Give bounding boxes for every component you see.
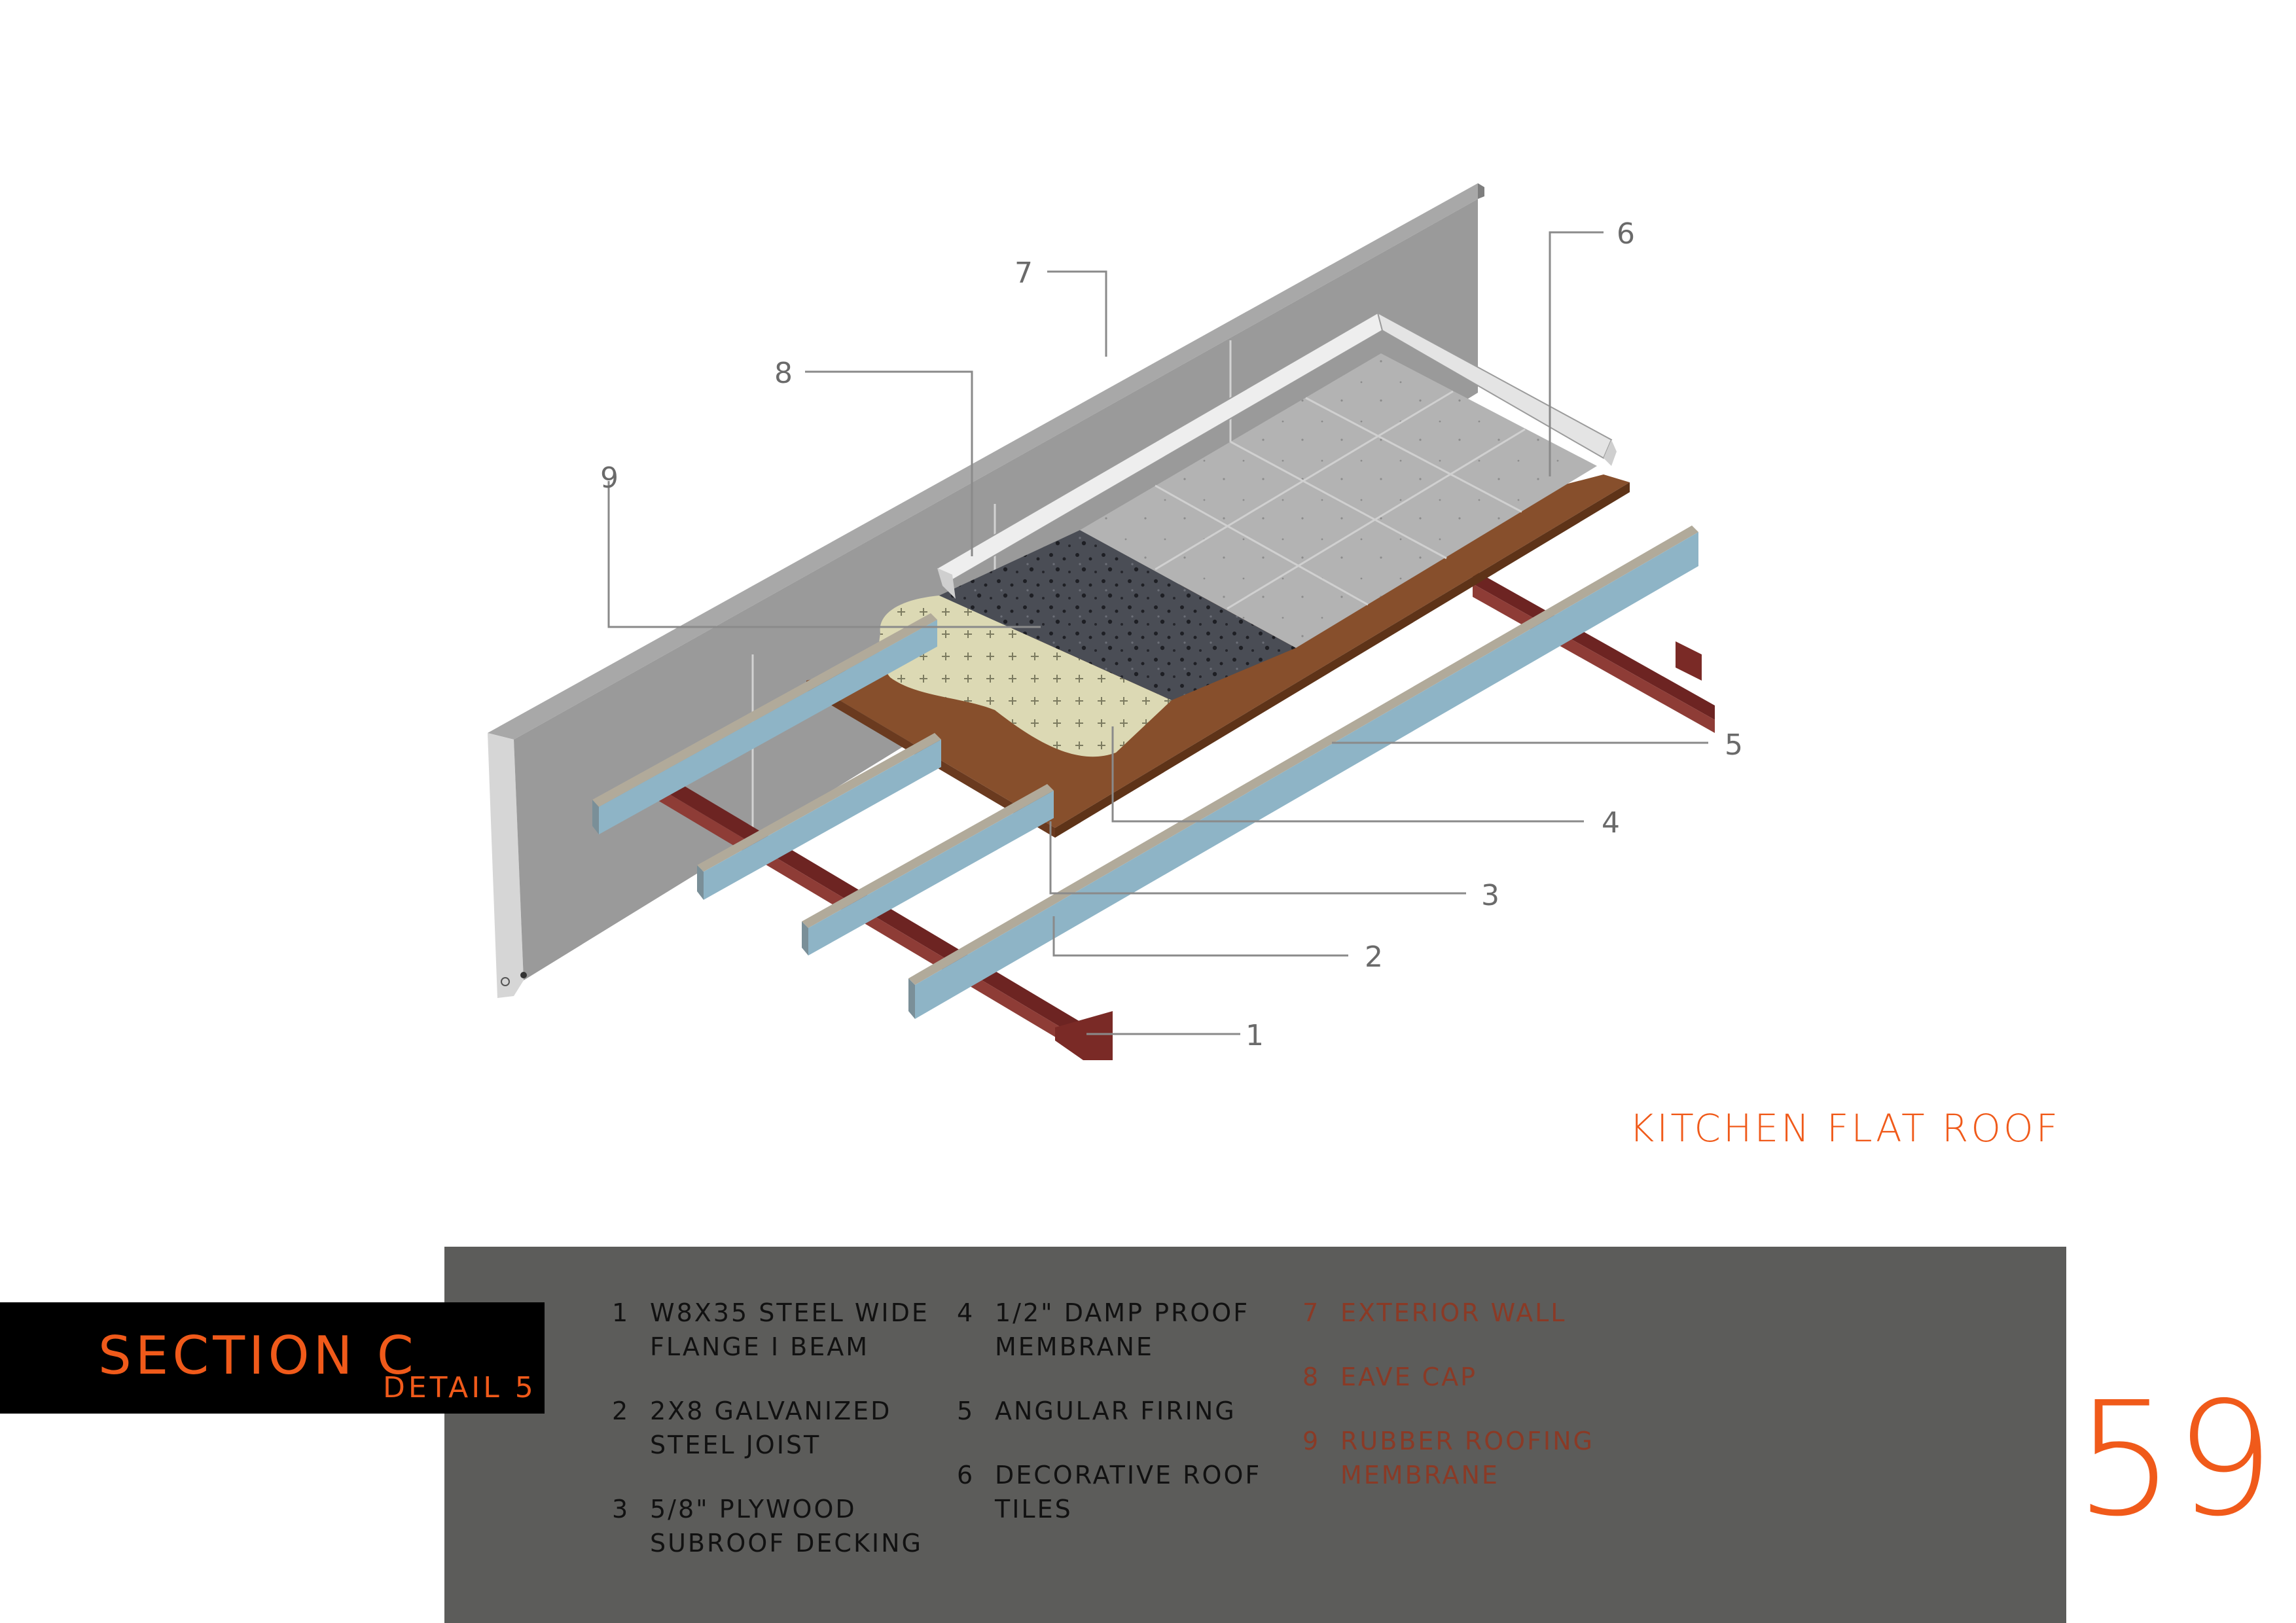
section-label: SECTION C DETAIL 5 xyxy=(0,1302,545,1414)
detail-title: DETAIL 5 xyxy=(383,1371,537,1404)
legend-item: 2 2X8 GALVANIZED STEEL JOIST xyxy=(612,1394,938,1462)
legend-item-text: EXTERIOR WALL xyxy=(1340,1298,1567,1327)
legend-item-text: W8X35 STEEL WIDE FLANGE I BEAM xyxy=(650,1298,929,1361)
legend-item-text: 5/8" PLYWOOD SUBROOF DECKING xyxy=(650,1495,923,1558)
legend-item-text: ANGULAR FIRING xyxy=(995,1397,1236,1425)
legend-item: 7 EXTERIOR WALL xyxy=(1302,1296,1628,1330)
callout-leaders xyxy=(607,231,1708,1035)
callout-7: 7 xyxy=(1014,257,1033,290)
legend-item: 5 ANGULAR FIRING xyxy=(957,1394,1283,1428)
legend-column-2: 4 1/2" DAMP PROOF MEMBRANE 5 ANGULAR FIR… xyxy=(957,1296,1283,1556)
legend-item-number: 2 xyxy=(612,1397,630,1425)
legend-item-number: 4 xyxy=(957,1298,975,1327)
callout-5: 5 xyxy=(1725,728,1743,762)
diagram-title: KITCHEN FLAT ROOF xyxy=(1629,1106,2060,1150)
callout-1: 1 xyxy=(1246,1019,1264,1052)
eave-cap xyxy=(936,312,1617,599)
callout-9: 9 xyxy=(600,461,619,495)
legend-item-text: 2X8 GALVANIZED STEEL JOIST xyxy=(650,1397,892,1459)
legend-item-number: 8 xyxy=(1302,1363,1321,1391)
legend-item-number: 3 xyxy=(612,1495,630,1524)
callout-2: 2 xyxy=(1365,940,1383,974)
legend-item-number: 9 xyxy=(1302,1427,1321,1455)
callout-8: 8 xyxy=(774,357,793,390)
galvanized-steel-joists xyxy=(592,526,1698,1019)
section-title: SECTION C xyxy=(98,1325,418,1386)
callout-4: 4 xyxy=(1602,806,1620,840)
legend-item: 1 W8X35 STEEL WIDE FLANGE I BEAM xyxy=(612,1296,938,1364)
roof-detail-drawing: 1 2 3 4 5 6 7 8 9 xyxy=(488,183,1743,1060)
legend-item-text: DECORATIVE ROOF TILES xyxy=(995,1461,1262,1524)
legend-column-1: 1 W8X35 STEEL WIDE FLANGE I BEAM 2 2X8 G… xyxy=(612,1296,938,1590)
legend-column-3: 7 EXTERIOR WALL 8 EAVE CAP 9 RUBBER ROOF… xyxy=(1302,1296,1628,1522)
legend-item-number: 6 xyxy=(957,1461,975,1489)
legend-item: 9 RUBBER ROOFING MEMBRANE xyxy=(1302,1424,1628,1492)
callout-3: 3 xyxy=(1481,879,1499,912)
legend-item-number: 5 xyxy=(957,1397,975,1425)
page-number: 59 xyxy=(2075,1368,2275,1551)
legend-item-text: RUBBER ROOFING MEMBRANE xyxy=(1340,1427,1595,1489)
decorative-roof-tiles xyxy=(1080,353,1597,648)
callout-numbers: 1 2 3 4 5 6 7 8 9 xyxy=(600,217,1743,1052)
legend-panel xyxy=(444,1247,2066,1623)
legend-item-text: EAVE CAP xyxy=(1340,1363,1478,1391)
legend-item: 8 EAVE CAP xyxy=(1302,1360,1628,1394)
legend-item-number: 7 xyxy=(1302,1298,1321,1327)
legend-item-number: 1 xyxy=(612,1298,630,1327)
legend-item: 3 5/8" PLYWOOD SUBROOF DECKING xyxy=(612,1492,938,1560)
legend-item: 4 1/2" DAMP PROOF MEMBRANE xyxy=(957,1296,1283,1364)
callout-6: 6 xyxy=(1617,217,1635,251)
legend-item-text: 1/2" DAMP PROOF MEMBRANE xyxy=(995,1298,1250,1361)
legend-item: 6 DECORATIVE ROOF TILES xyxy=(957,1458,1283,1526)
